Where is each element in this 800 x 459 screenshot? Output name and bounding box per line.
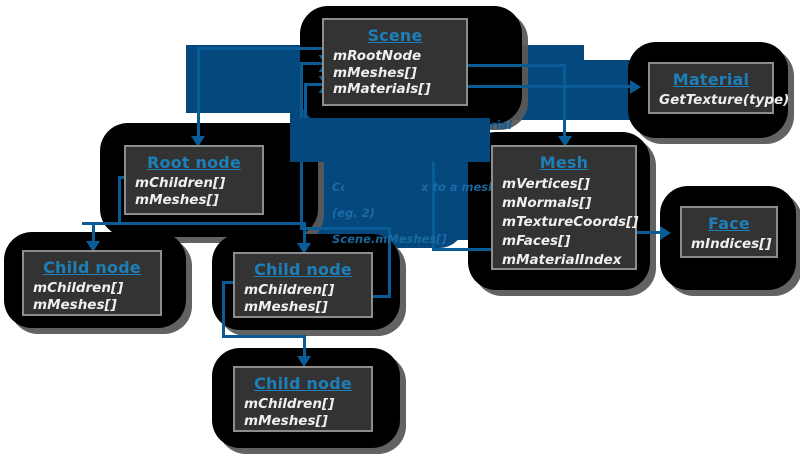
node-face-field-0: mIndices[] (691, 236, 772, 252)
node-mesh-field-3: mFaces[] (502, 233, 571, 249)
node-root-node[interactable]: Root node mChildren[] mMeshes[] (124, 145, 264, 215)
node-mesh-field-4: mMaterialIndex (502, 252, 622, 268)
connector-scene-mmeshes-h (420, 64, 566, 67)
node-material-field-0: GetTexture(type) (659, 92, 790, 108)
connector-child-mid-meshes-v (388, 227, 391, 298)
connector-rootnode-drop (197, 122, 200, 140)
node-mesh[interactable]: Mesh mVertices[] mNormals[] mTextureCoor… (491, 145, 639, 270)
node-child-node-middle-field-1: mMeshes[] (244, 298, 328, 315)
node-child-node-left-field-0: mChildren[] (33, 280, 124, 296)
node-child-node-middle[interactable]: Child node mChildren[] mMeshes[] (233, 252, 373, 318)
node-child-node-bottom-field-0: mChildren[] (244, 396, 335, 412)
node-material-title: Material (672, 70, 750, 89)
connector-index-meshes-h (300, 62, 322, 65)
node-scene[interactable]: Scene mRootNode mMeshes[] mMaterials[] (322, 18, 468, 106)
connector-child-bottom-bus (222, 335, 306, 338)
connector-child-mid-drop (303, 222, 306, 246)
node-child-node-middle-field-0: mChildren[] (244, 282, 335, 298)
node-mesh-field-1: mNormals[] (502, 195, 592, 211)
connector-rootnode-children-bus (82, 222, 302, 225)
node-scene-field-0: mRootNode (333, 48, 422, 64)
connector-scene-rootnode-h (197, 47, 337, 50)
node-mesh-title: Mesh (539, 153, 589, 172)
connector-child-mid-meshes-top (300, 227, 390, 230)
note-mesh-index-occluder (344, 166, 422, 192)
connector-scene-mmeshes-v (563, 64, 566, 142)
connector-scene-mmaterials-h (424, 85, 632, 88)
node-child-node-left[interactable]: Child node mChildren[] mMeshes[] (22, 250, 162, 316)
blue-backdrop-right-stub (556, 72, 642, 94)
node-child-node-bottom-title: Child node (254, 374, 352, 393)
node-root-node-field-0: mChildren[] (135, 175, 226, 191)
node-scene-field-1: mMeshes[] (333, 64, 417, 81)
node-mesh-field-0: mVertices[] (502, 176, 590, 192)
node-face-title: Face (708, 214, 750, 233)
connector-child-bottom-drop (303, 335, 306, 359)
blue-backdrop-left-round (186, 45, 246, 105)
node-root-node-title: Root node (146, 153, 241, 172)
note-material-index-occluder (290, 118, 490, 162)
node-child-node-bottom[interactable]: Child node mChildren[] mMeshes[] (233, 366, 373, 432)
connector-index-materials-v (304, 83, 307, 125)
node-root-node-field-1: mMeshes[] (135, 191, 219, 208)
node-face[interactable]: Face mIndices[] (680, 206, 778, 258)
connector-mesh-materialindex-h (432, 248, 510, 251)
node-material[interactable]: Material GetTexture(type) (648, 62, 790, 114)
connector-rootnode-children-v (118, 176, 121, 224)
connector-mesh-materialindex-v (432, 122, 435, 251)
connector-index-materials-h (304, 83, 324, 86)
connector-scene-rootnode-v (197, 47, 200, 125)
arrow-down-icon-rootnode (191, 136, 205, 147)
arrow-right-icon-face (660, 226, 671, 240)
connector-child-mid-children-v (222, 281, 225, 337)
arrow-right-icon-material (630, 80, 641, 94)
connector-child-left-drop (92, 222, 95, 244)
node-scene-field-2: mMaterials[] (333, 81, 431, 97)
arrow-down-icon-child-mid (297, 243, 311, 254)
node-mesh-field-2: mTextureCoords[] (502, 214, 639, 230)
arrow-down-icon-child-left (86, 241, 100, 252)
node-child-node-bottom-field-1: mMeshes[] (244, 412, 328, 429)
node-child-node-left-field-1: mMeshes[] (33, 296, 117, 313)
node-child-node-left-title: Child node (43, 258, 141, 277)
arrow-down-icon-mesh (558, 136, 572, 147)
node-scene-title: Scene (367, 26, 423, 45)
node-child-node-middle-title: Child node (254, 260, 352, 279)
arrow-down-icon-child-bottom (297, 356, 311, 367)
